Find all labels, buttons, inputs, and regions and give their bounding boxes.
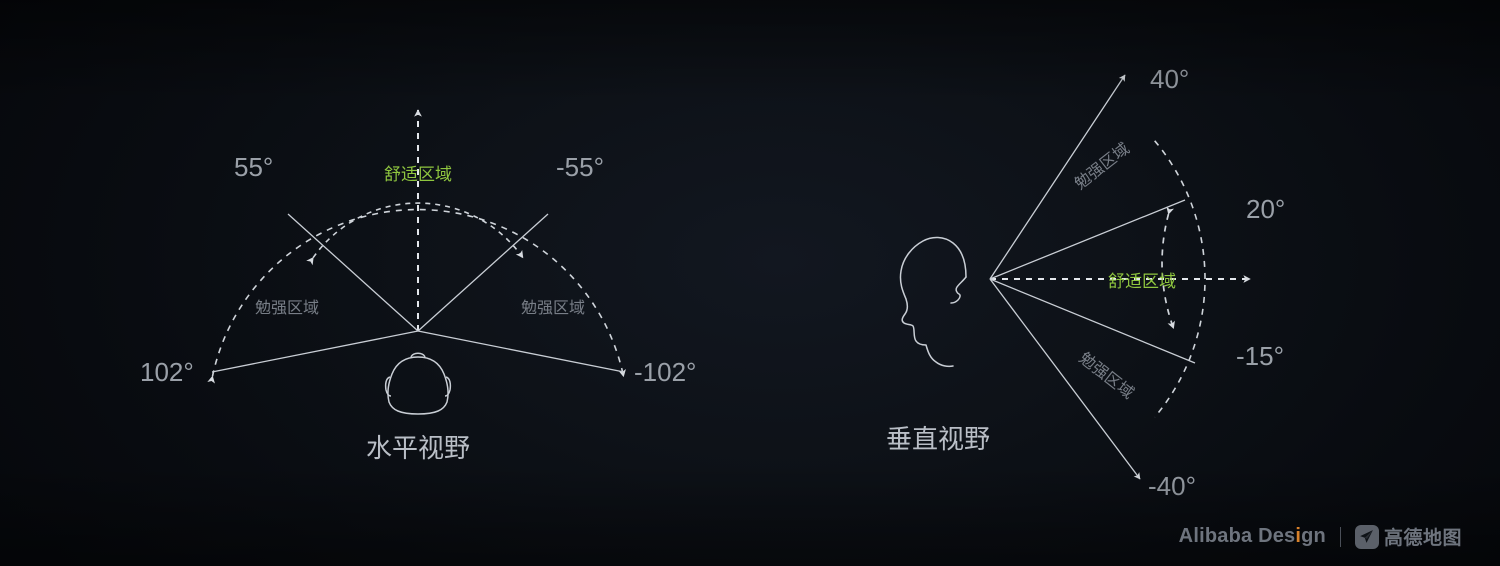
alibaba-design-part3: gn xyxy=(1301,525,1326,547)
alibaba-design-accent-i: i xyxy=(1295,525,1302,547)
vertical-fov-title: 垂直视野 xyxy=(886,424,990,454)
vertical-ray-upper-outer xyxy=(989,74,1126,280)
alibaba-design-wordmark: Alibaba Design xyxy=(1179,525,1326,548)
label-vertical-comfort-upper: 20° xyxy=(1246,194,1285,224)
amap-wordmark: 高德地图 xyxy=(1383,528,1462,549)
label-vertical-strain-lower: 勉强区域 xyxy=(1076,349,1138,403)
vertical-ray-lower-outer xyxy=(989,278,1141,480)
label-vertical-lower-extent: -40° xyxy=(1148,471,1196,501)
horizontal-ray-right-comfort xyxy=(417,213,549,332)
head-top-view-icon xyxy=(384,352,452,415)
label-horizontal-strain-right: 勉强区域 xyxy=(521,299,585,317)
label-horizontal-extent-left: 102° xyxy=(140,357,194,387)
horizontal-comfort-arc xyxy=(306,202,524,266)
vertical-comfort-arc xyxy=(1161,206,1175,329)
horizontal-fov-group: 55° -55° 102° -102° 舒适区域 勉强区域 勉强区域 水平视野 xyxy=(140,109,696,463)
branding-bar: Alibaba Design 高德地图 xyxy=(1179,523,1462,550)
alibaba-design-part2: ibaba Des xyxy=(1199,525,1296,547)
horizontal-ray-left-outer xyxy=(211,330,419,373)
label-horizontal-comfort-zone: 舒适区域 xyxy=(384,165,452,184)
label-vertical-upper-extent: 40° xyxy=(1150,64,1189,94)
horizontal-ray-left-comfort xyxy=(287,213,419,332)
label-vertical-comfort-lower: -15° xyxy=(1236,341,1284,371)
brand-divider xyxy=(1339,526,1341,547)
amap-paper-plane-icon xyxy=(1354,524,1379,549)
vertical-ray-lower-comfort xyxy=(989,278,1196,364)
alibaba-design-part1: Al xyxy=(1178,525,1200,547)
label-horizontal-extent-right: -102° xyxy=(634,357,696,387)
label-horizontal-comfort-right: -55° xyxy=(556,152,604,182)
vertical-ray-upper-comfort xyxy=(989,199,1186,280)
label-vertical-comfort-zone: 舒适区域 xyxy=(1108,272,1176,291)
horizontal-fov-title: 水平视野 xyxy=(366,433,470,463)
horizontal-ray-right-outer xyxy=(417,330,625,373)
label-horizontal-strain-left: 勉强区域 xyxy=(255,299,319,317)
amap-logo: 高德地图 xyxy=(1354,523,1462,550)
head-side-profile-icon xyxy=(899,236,967,368)
vertical-fov-group: 40° 20° -15° -40° 舒适区域 勉强区域 勉强区域 垂直视野 xyxy=(886,64,1285,501)
label-vertical-strain-upper: 勉强区域 xyxy=(1071,140,1133,194)
horizontal-outer-arc xyxy=(207,208,626,384)
label-horizontal-comfort-left: 55° xyxy=(234,152,273,182)
